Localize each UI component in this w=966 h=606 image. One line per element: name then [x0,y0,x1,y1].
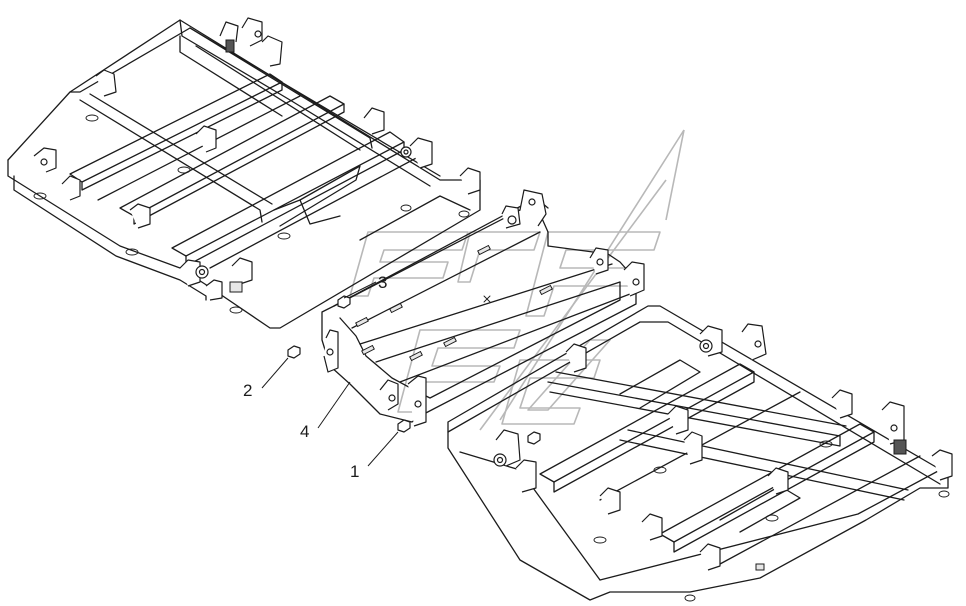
right-frame-section [447,305,953,602]
left-frame-section [7,17,481,329]
callout-4: 4 [300,381,351,441]
callout-3: 3 [343,273,387,299]
hardware-nuts [287,295,541,445]
callout-1: 1 [350,431,399,481]
callout-label-3: 3 [378,273,387,292]
callout-2: 2 [243,357,289,400]
callout-label-4: 4 [300,422,309,441]
callout-label-1: 1 [350,462,359,481]
callout-label-2: 2 [243,381,252,400]
center-hitch-section [321,189,645,427]
